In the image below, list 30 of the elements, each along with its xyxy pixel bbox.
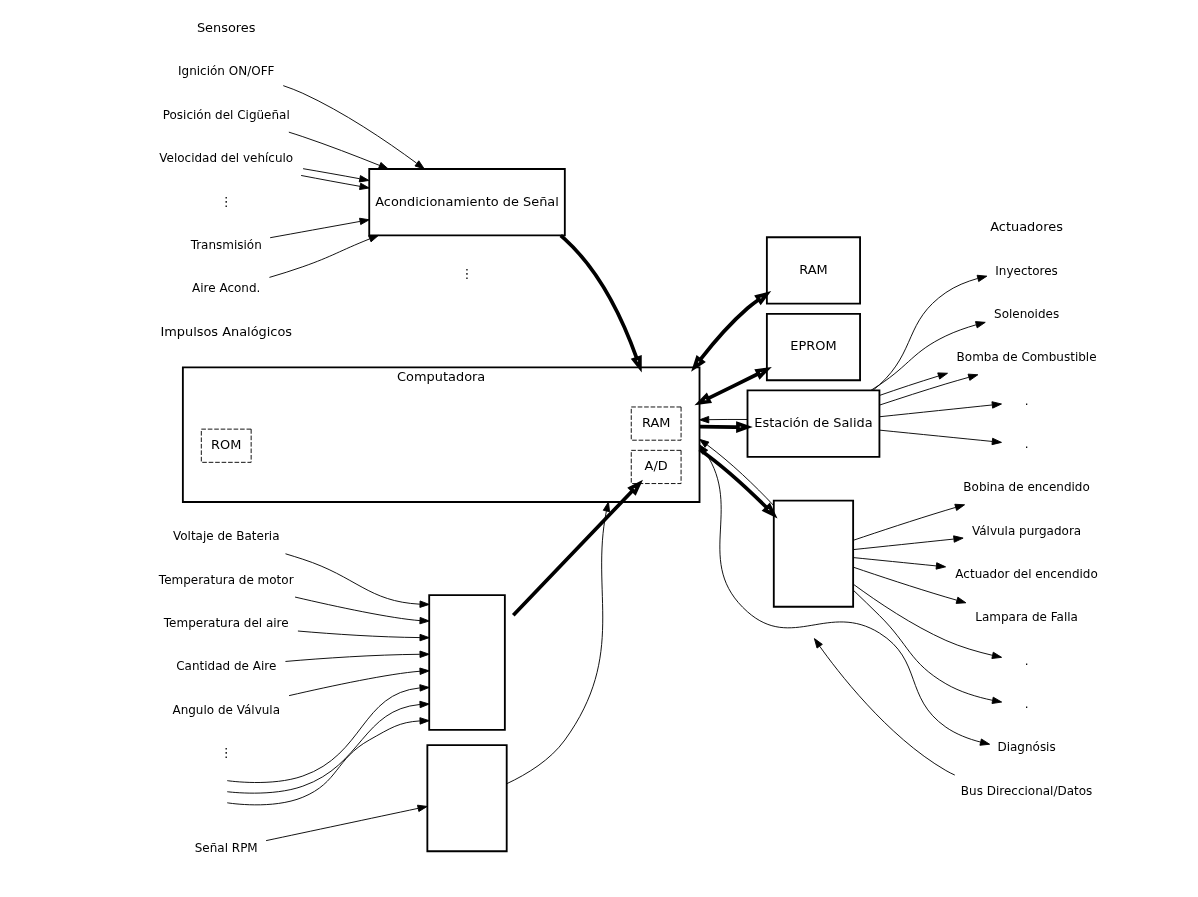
label: ⋮ [219, 745, 233, 761]
node-text: Voltaje de Bateria [172, 529, 279, 544]
label: Actuadores [989, 219, 1063, 235]
node-text: Cantidad de Aire [175, 659, 276, 674]
node-text: . [1024, 436, 1028, 451]
node-text: Válvula purgadora [971, 523, 1081, 538]
node-text: . [1024, 653, 1028, 668]
node-text: Velocidad del vehículo [158, 150, 293, 165]
node-text: Actuador del encendido [954, 567, 1098, 582]
node-text: Diagnósis [996, 740, 1056, 755]
node-text: Posición del Cigüeñal [162, 107, 290, 122]
node-text: Inyectores [994, 263, 1058, 278]
node-text: Aire Acond. [191, 281, 260, 296]
node-text: Lampara de Falla [974, 610, 1078, 625]
node-text: Bomba de Combustible [956, 350, 1097, 365]
node-text: . [1024, 697, 1028, 712]
label: Sensores [196, 20, 256, 36]
node-text: Ignición ON/OFF [177, 64, 274, 79]
node-text: Temperatura del aire [163, 615, 289, 630]
node-text: Bobina de encendido [962, 480, 1090, 495]
node-text: Angulo de Válvula [171, 702, 280, 717]
node-text: Señal RPM [194, 841, 258, 856]
node-text: Solenoides [993, 306, 1059, 321]
label: ⋮ [460, 266, 473, 282]
node-text: Temperatura de motor [158, 572, 294, 587]
label: Impulsos Analógicos [159, 323, 292, 339]
node-text: Transmisión [190, 237, 262, 252]
node-text: Bus Direccional/Datos [960, 783, 1092, 798]
node-text: . [1024, 393, 1028, 408]
label: ⋮ [219, 193, 233, 209]
